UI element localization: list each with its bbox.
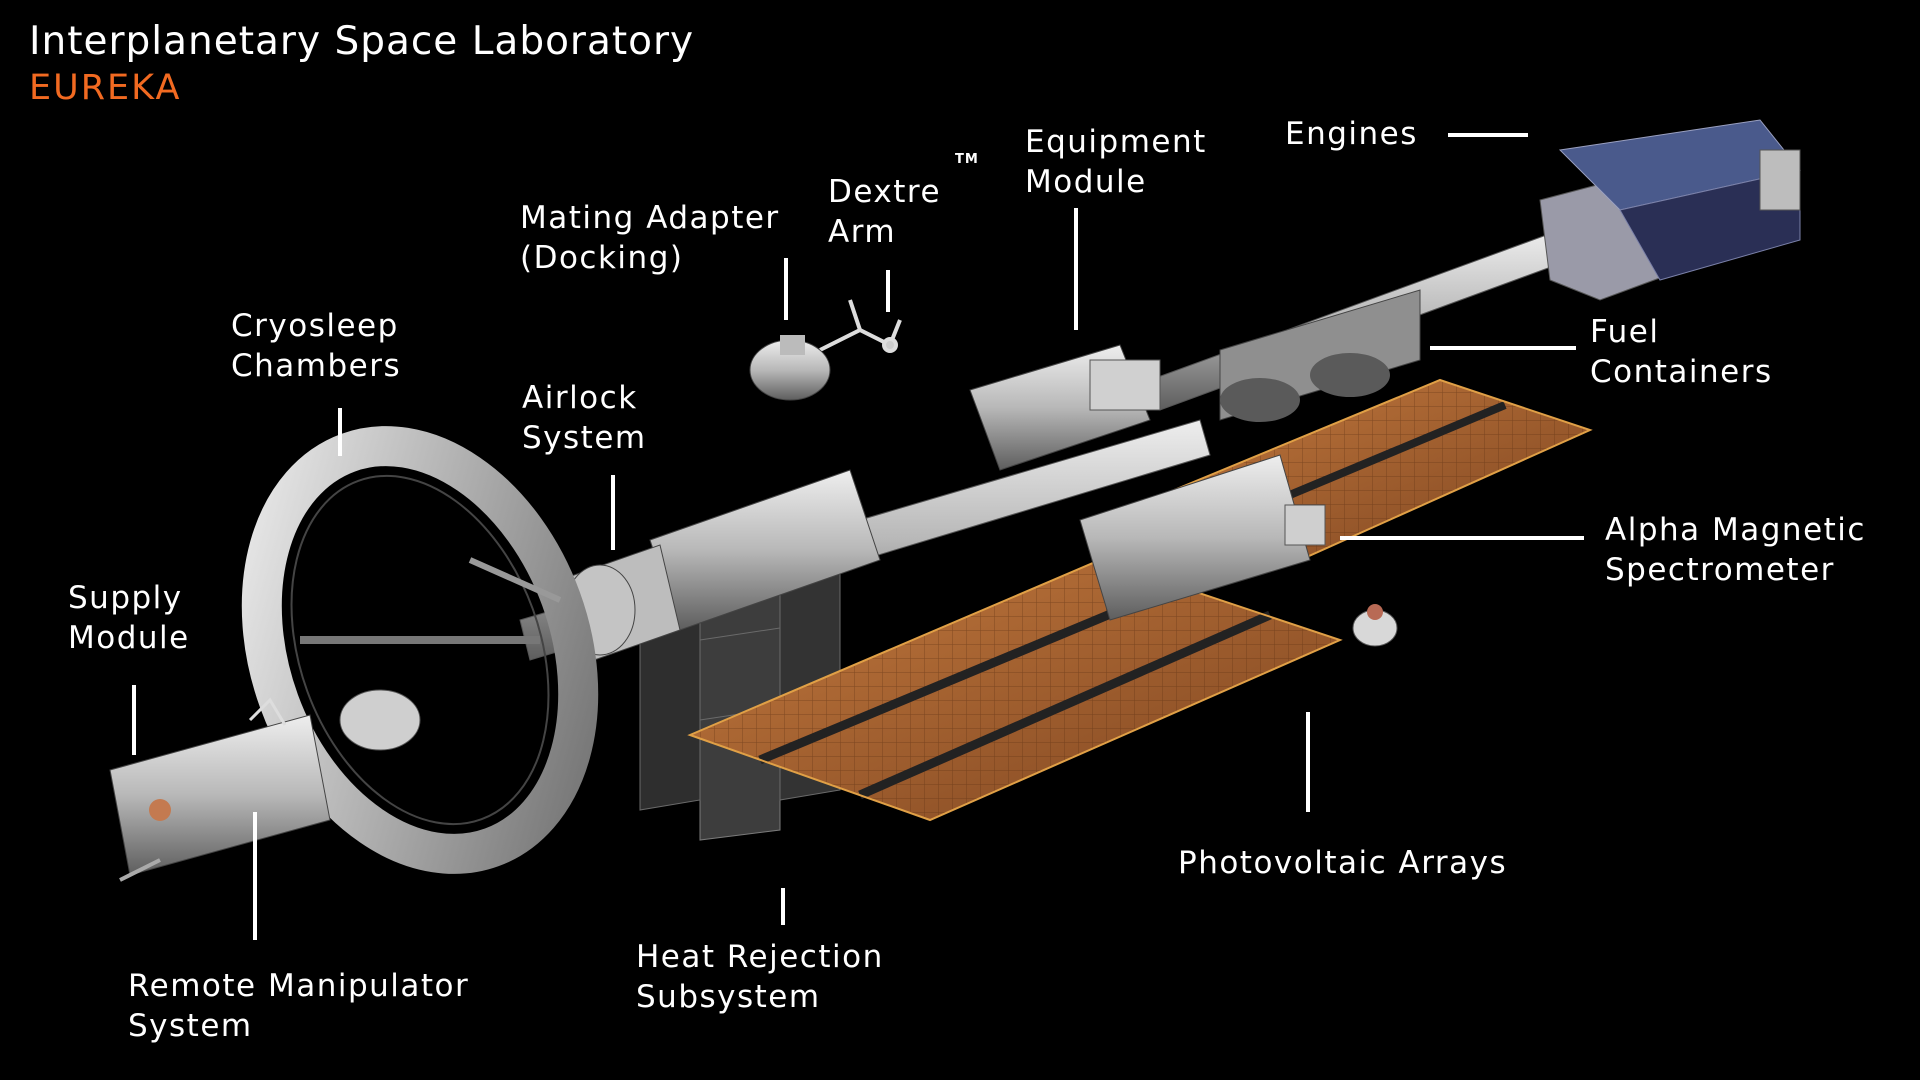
label-engines: Engines <box>1285 114 1418 154</box>
solar-array-front <box>687 558 1343 822</box>
label-heat-rejection-subsystem: Heat Rejection Subsystem <box>636 937 884 1017</box>
label-cryosleep-chambers: Cryosleep Chambers <box>231 306 401 386</box>
spectrometer-module <box>1079 454 1398 647</box>
label-remote-line1: Remote Manipulator <box>128 968 470 1004</box>
label-equipment-line2: Module <box>1025 164 1147 200</box>
page-title: Interplanetary Space Laboratory <box>29 19 695 64</box>
equipment-module <box>969 344 1161 471</box>
supply-module <box>109 697 331 882</box>
label-airlock-system: Airlock System <box>522 378 647 458</box>
leader-lines <box>132 133 1584 940</box>
label-alpha-magnetic-spectrometer: Alpha Magnetic Spectrometer <box>1605 510 1866 590</box>
label-equipment-module: Equipment Module <box>1025 122 1207 202</box>
label-airlock-line2: System <box>522 420 647 456</box>
label-alpha-line1: Alpha Magnetic <box>1605 512 1866 548</box>
label-remote-line2: System <box>128 1008 253 1044</box>
mating-adapter <box>749 335 831 401</box>
label-mating-line2: (Docking) <box>520 240 684 276</box>
label-supply-line1: Supply <box>68 580 183 616</box>
label-dextre-line2: Arm <box>828 214 897 250</box>
label-dextre-trademark: TM <box>955 152 979 167</box>
label-supply-module: Supply Module <box>68 578 190 658</box>
label-dextre-line1: Dextre <box>828 174 942 210</box>
label-mating-adapter: Mating Adapter (Docking) <box>520 198 780 278</box>
label-fuel-line2: Containers <box>1590 354 1773 390</box>
label-heat-line1: Heat Rejection <box>636 939 884 975</box>
label-heat-line2: Subsystem <box>636 979 821 1015</box>
page-subtitle: EUREKA <box>29 68 182 108</box>
engine-section <box>1558 119 1801 281</box>
label-cryosleep-line2: Chambers <box>231 348 402 384</box>
dextre-arm <box>819 299 902 353</box>
label-alpha-line2: Spectrometer <box>1605 552 1835 588</box>
label-remote-manipulator-system: Remote Manipulator System <box>128 966 469 1046</box>
cryosleep-ring <box>241 426 599 874</box>
label-supply-line2: Module <box>68 620 190 656</box>
label-photovoltaic-arrays: Photovoltaic Arrays <box>1178 843 1507 883</box>
label-mating-line1: Mating Adapter <box>520 200 780 236</box>
fuel-container-modules <box>1219 289 1421 422</box>
label-dextre-arm: Dextre Arm <box>828 172 941 252</box>
label-equipment-line1: Equipment <box>1025 124 1207 160</box>
label-airlock-line1: Airlock <box>522 380 638 416</box>
label-fuel-line1: Fuel <box>1590 314 1660 350</box>
label-photovoltaic-line1: Photovoltaic Arrays <box>1178 845 1508 881</box>
title-block: Interplanetary Space Laboratory EUREKA <box>29 18 694 110</box>
label-fuel-containers: Fuel Containers <box>1590 312 1773 392</box>
label-cryosleep-line1: Cryosleep <box>231 308 399 344</box>
label-engines-line1: Engines <box>1285 116 1418 152</box>
